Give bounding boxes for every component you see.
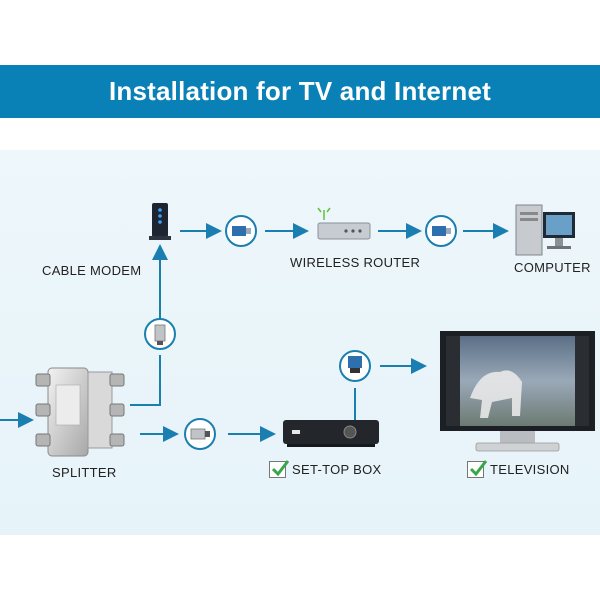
ethernet-connector-icon <box>225 215 257 247</box>
hdmi-connector-icon <box>339 350 371 382</box>
splitter-label: SPLITTER <box>52 465 117 480</box>
page-title: Installation for TV and Internet <box>109 76 491 106</box>
coax-connector-icon <box>144 318 176 350</box>
computer-icon <box>515 204 575 256</box>
set-top-box-label: SET-TOP BOX <box>292 462 382 477</box>
splitter-icon <box>35 367 125 457</box>
arrow-splitter-to-connector <box>130 355 161 406</box>
checkmark-icon <box>269 460 290 478</box>
cable-modem-icon <box>149 203 171 240</box>
checkmark-icon <box>467 460 488 478</box>
coax-connector-icon <box>184 418 216 450</box>
set-top-box-label-group: SET-TOP BOX <box>269 460 382 478</box>
title-banner: Installation for TV and Internet <box>0 65 600 118</box>
connection-arrows <box>0 223 509 442</box>
computer-label: COMPUTER <box>514 260 591 275</box>
television-label: TELEVISION <box>490 462 570 477</box>
television-icon <box>440 331 595 452</box>
set-top-box-icon <box>283 420 379 447</box>
cable-modem-label: CABLE MODEM <box>42 263 142 278</box>
wireless-router-icon <box>317 207 371 240</box>
television-label-group: TELEVISION <box>467 460 570 478</box>
wireless-router-label: WIRELESS ROUTER <box>290 255 421 270</box>
ethernet-connector-icon <box>425 215 457 247</box>
